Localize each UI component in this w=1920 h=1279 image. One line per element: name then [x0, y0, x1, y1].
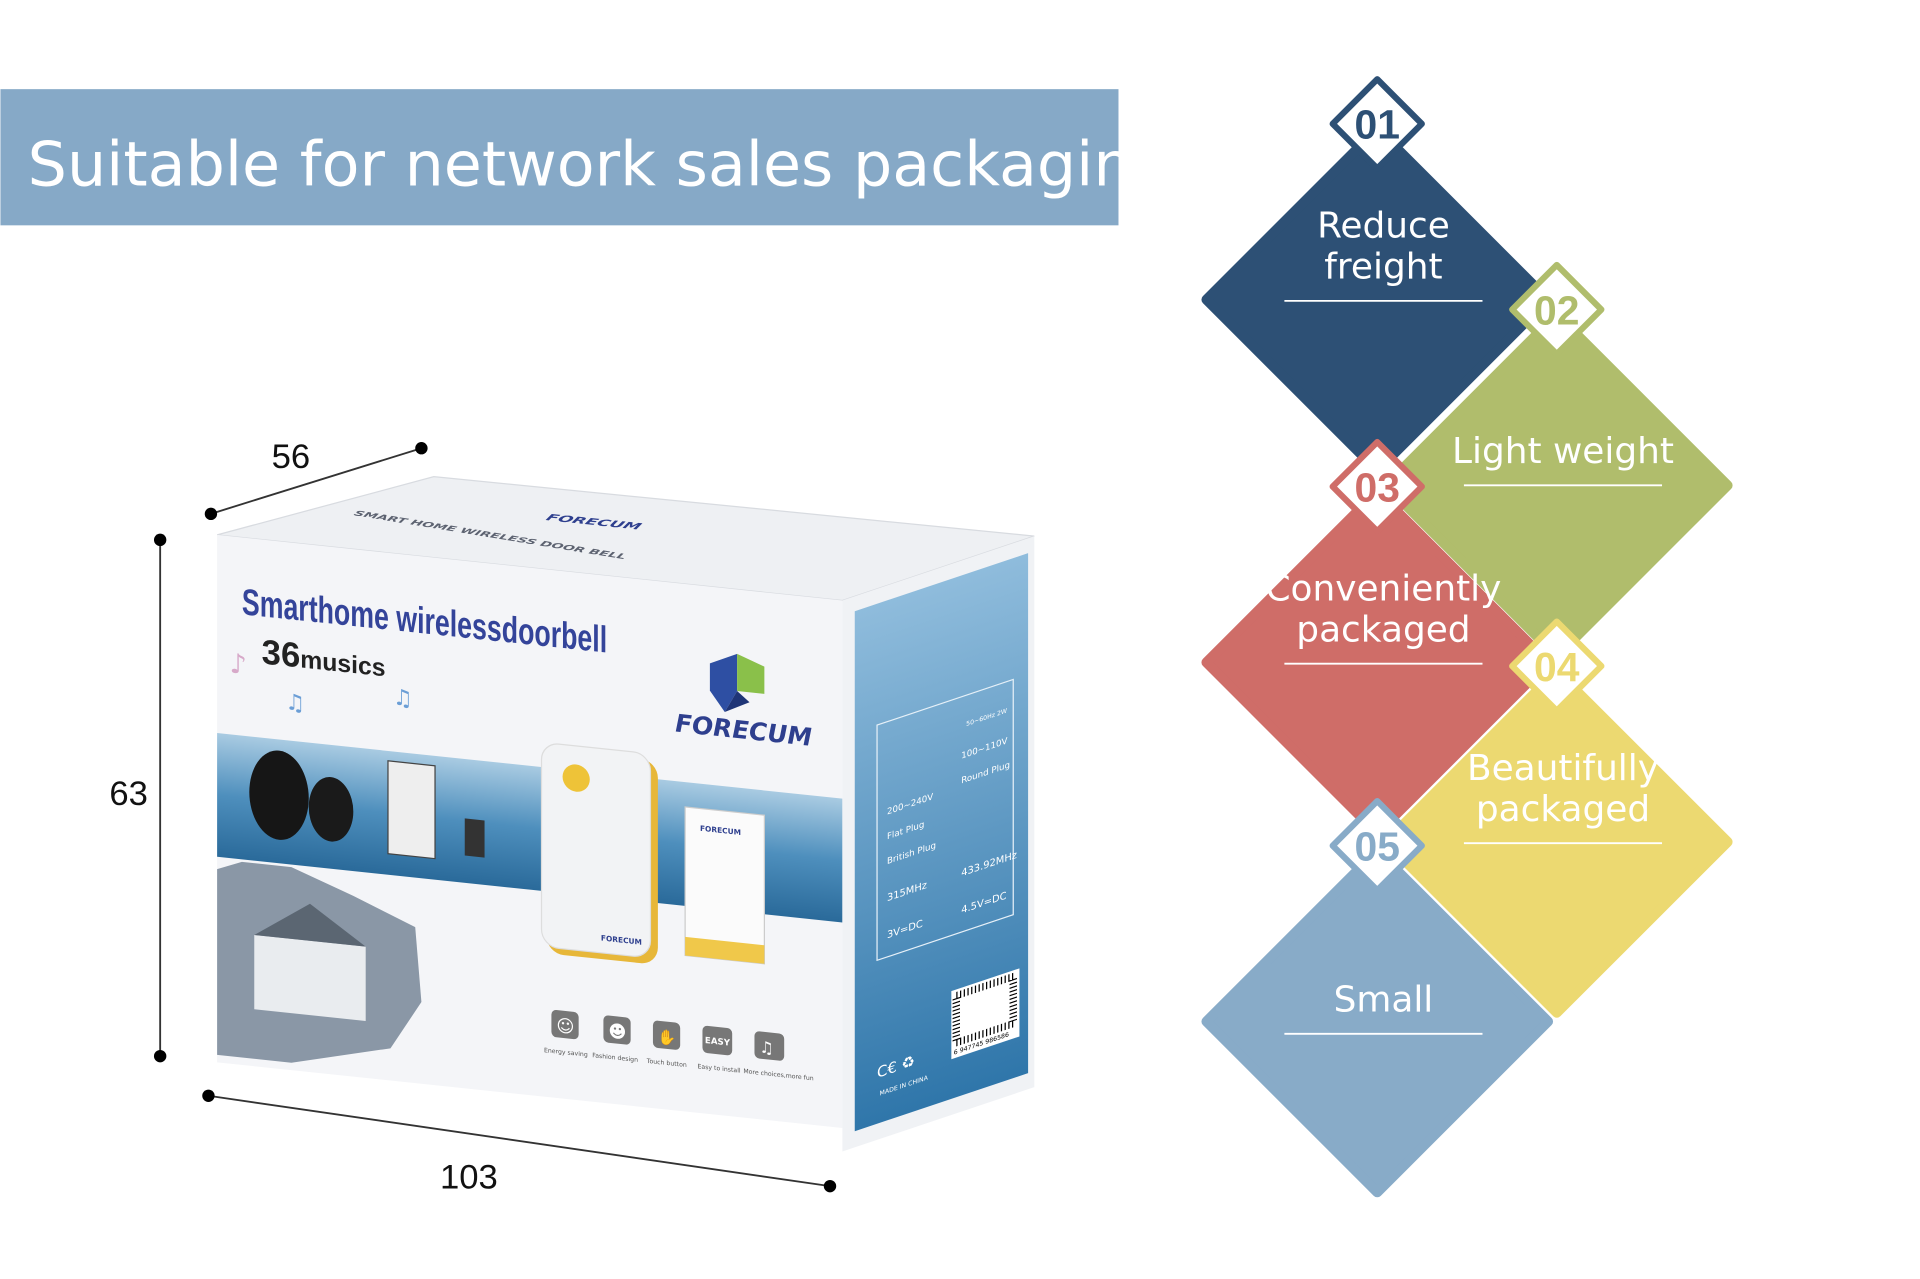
svg-text:Easy to install: Easy to install	[698, 1063, 741, 1075]
product-box: SMART HOME WIRELESS DOOR BELL FORECUM Sm…	[216, 476, 1035, 1152]
diamond-shape	[1201, 845, 1554, 1198]
svg-text:♫: ♫	[759, 1037, 773, 1057]
svg-text:FORECUM: FORECUM	[700, 824, 741, 837]
number-badge	[1329, 76, 1425, 172]
badge-number: 01	[1355, 102, 1400, 148]
box-front: Smarthome wirelessdoorbell 36musics ♪ ♫ …	[217, 534, 843, 1128]
badge-number: 03	[1355, 464, 1400, 510]
diamond-shape	[1380, 666, 1733, 1018]
diamond-label: Beautifully	[1467, 748, 1659, 789]
diamond-label: Conveniently	[1265, 568, 1501, 609]
banner	[0, 89, 1119, 226]
badge-number: 05	[1355, 824, 1400, 870]
dimension-depth: 56	[204, 438, 428, 521]
dimension-height: 63	[109, 533, 167, 1063]
diamond-label: Small	[1334, 980, 1434, 1021]
dimension-width: 103	[202, 1089, 837, 1197]
svg-text:☺: ☺	[556, 1016, 574, 1038]
svg-text:63: 63	[109, 775, 148, 813]
diamond-label: Light weight	[1452, 431, 1674, 472]
svg-text:103: 103	[440, 1159, 498, 1197]
box-top	[216, 476, 1035, 602]
feature-fashion-design: ☻ Fashion design	[592, 1015, 638, 1064]
feature-easy-install: EASY Easy to install	[698, 1025, 741, 1075]
svg-text:FORECUM: FORECUM	[601, 933, 642, 946]
feature-energy-saving: ☺ Energy saving	[544, 1010, 588, 1059]
svg-text:♫: ♫	[393, 684, 413, 712]
feature-touch-button: ✋ Touch button	[646, 1020, 687, 1069]
feature-diamond-05: Small 05	[1201, 797, 1554, 1198]
svg-text:Energy saving: Energy saving	[544, 1047, 588, 1059]
svg-text:56: 56	[272, 438, 311, 476]
diamond-label: Reduce	[1317, 206, 1450, 247]
diamond-label: packaged	[1296, 609, 1470, 650]
svg-text:✋: ✋	[658, 1028, 676, 1048]
forecum-logo	[709, 653, 765, 712]
badge-number: 04	[1534, 644, 1580, 690]
feature-diamond-02: Light weight 02	[1380, 261, 1733, 662]
svg-text:♫: ♫	[285, 689, 305, 717]
svg-text:♪: ♪	[229, 648, 246, 681]
number-badge	[1329, 797, 1425, 894]
svg-text:☻: ☻	[608, 1022, 626, 1044]
number-badge	[1509, 618, 1605, 714]
banner-title: Suitable for network sales packaging	[28, 129, 1172, 201]
number-badge	[1329, 438, 1425, 535]
diamond-label: freight	[1324, 247, 1442, 288]
svg-text:Fashion design: Fashion design	[592, 1052, 638, 1064]
svg-text:EASY: EASY	[705, 1036, 731, 1049]
box-side: 50~60Hz 2W 200~240V Flat Plug British Pl…	[842, 536, 1035, 1152]
diamond-label: packaged	[1476, 789, 1650, 830]
feature-icons: ☺ Energy saving ☻ Fashion design ✋ Touch bu…	[544, 1010, 814, 1082]
badge-number: 02	[1534, 287, 1579, 333]
svg-text:Touch button: Touch button	[646, 1058, 687, 1069]
number-badge	[1509, 261, 1605, 358]
